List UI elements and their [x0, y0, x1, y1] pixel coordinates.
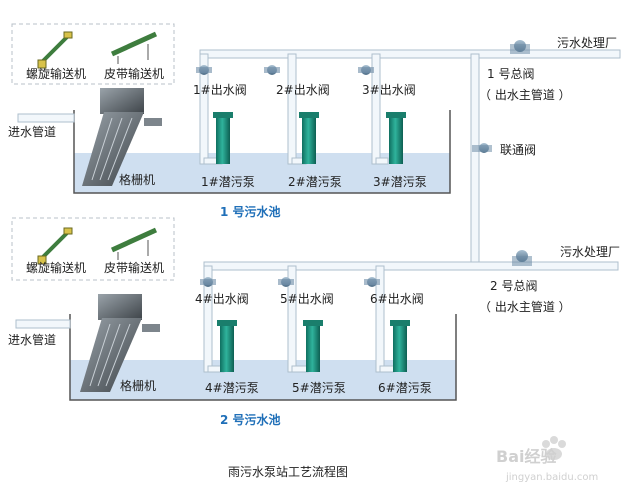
connector-pipe: [470, 53, 480, 271]
pump-6-icon: [390, 320, 410, 372]
pool-1-header-pipe: [199, 49, 621, 59]
inlet-pipe-label: 进水管道: [8, 124, 56, 139]
spiral-conveyor-icon: [37, 227, 73, 265]
pool-label: 2 号污水池: [220, 412, 281, 427]
inlet-pipe: [17, 113, 75, 123]
screen-machine-label: 格栅机: [119, 172, 155, 187]
destination-label: 污水处理厂: [557, 36, 617, 50]
screen-machine-label: 格栅机: [120, 378, 156, 393]
outlet-valve-1-icon[interactable]: [196, 65, 212, 75]
outlet-valve-2-icon[interactable]: [264, 65, 280, 75]
bar-screen-machine-icon: [82, 88, 162, 186]
outlet-valve-label-5: 5#出水阀: [280, 292, 334, 306]
riser-pipe-2: [287, 53, 297, 165]
pump-label-2: 2#潜污泵: [288, 175, 342, 189]
outlet-valve-label-6: 6#出水阀: [370, 292, 424, 306]
outlet-valve-5-icon[interactable]: [278, 277, 294, 287]
destination-label: 污水处理厂: [560, 245, 620, 259]
pump-4-icon: [217, 320, 237, 372]
pump-label-6: 6#潜污泵: [378, 381, 432, 395]
belt-conveyor-icon: [110, 227, 158, 260]
pump-5-icon: [303, 320, 323, 372]
inlet-pipe: [15, 319, 71, 329]
outlet-valve-3-icon[interactable]: [358, 65, 374, 75]
baidu-jingyan-watermark: Bai经验 jingyan.baidu.com: [496, 436, 598, 483]
connector-valve-icon[interactable]: [472, 143, 492, 153]
outlet-valve-label-4: 4#出水阀: [195, 292, 249, 306]
pump-label-1: 1#潜污泵: [201, 175, 255, 189]
pool-label: 1 号污水池: [220, 204, 281, 219]
pool-1-section: 螺旋输送机 皮带输送机 进水管道 格栅机 1#出水阀: [8, 23, 621, 219]
conveyor-box: [11, 217, 175, 281]
conveyor-label-1: 螺旋输送机: [26, 66, 86, 81]
pool-2-header-pipe: [203, 261, 619, 271]
main-valve-1-icon[interactable]: [510, 40, 530, 54]
watermark-url: jingyan.baidu.com: [505, 472, 598, 483]
pool-tank-wall: [69, 314, 457, 401]
outlet-valve-label-1: 1#出水阀: [193, 83, 247, 97]
paw-logo-icon: [542, 436, 566, 460]
main-valve-label: 2 号总阀: [490, 279, 537, 293]
diagram-caption: 雨污水泵站工艺流程图: [228, 464, 348, 479]
outlet-valve-6-icon[interactable]: [364, 277, 380, 287]
spiral-conveyor-icon: [37, 31, 73, 69]
main-pipe-label: （ 出水主管道 ）: [479, 87, 571, 102]
pump-3-icon: [386, 112, 406, 164]
main-valve-label: 1 号总阀: [487, 67, 534, 81]
pump-label-4: 4#潜污泵: [205, 381, 259, 395]
watermark-logo: Bai经验: [496, 447, 557, 466]
inlet-pipe-label: 进水管道: [8, 332, 56, 347]
conveyor-box: [11, 23, 175, 85]
belt-conveyor-icon: [110, 31, 158, 64]
pump-1-icon: [213, 112, 233, 164]
pool-2-section: 螺旋输送机 皮带输送机 进水管道 格栅机 4#出水阀 5#出水阀 6#出水阀: [8, 217, 620, 427]
outlet-valve-label-3: 3#出水阀: [362, 83, 416, 97]
bar-screen-machine-icon: [80, 294, 160, 392]
connector-valve-label: 联通阀: [500, 143, 536, 157]
pool-tank-wall: [73, 110, 451, 194]
outlet-valve-4-icon[interactable]: [200, 277, 216, 287]
pump-2-icon: [299, 112, 319, 164]
main-valve-2-icon[interactable]: [512, 250, 532, 266]
main-pipe-label: （ 出水主管道 ）: [479, 299, 571, 314]
conveyor-label-2: 皮带输送机: [104, 260, 164, 275]
pump-label-3: 3#潜污泵: [373, 175, 427, 189]
conveyor-label-2: 皮带输送机: [104, 66, 164, 81]
conveyor-label-1: 螺旋输送机: [26, 260, 86, 275]
outlet-valve-label-2: 2#出水阀: [276, 83, 330, 97]
pump-label-5: 5#潜污泵: [292, 381, 346, 395]
